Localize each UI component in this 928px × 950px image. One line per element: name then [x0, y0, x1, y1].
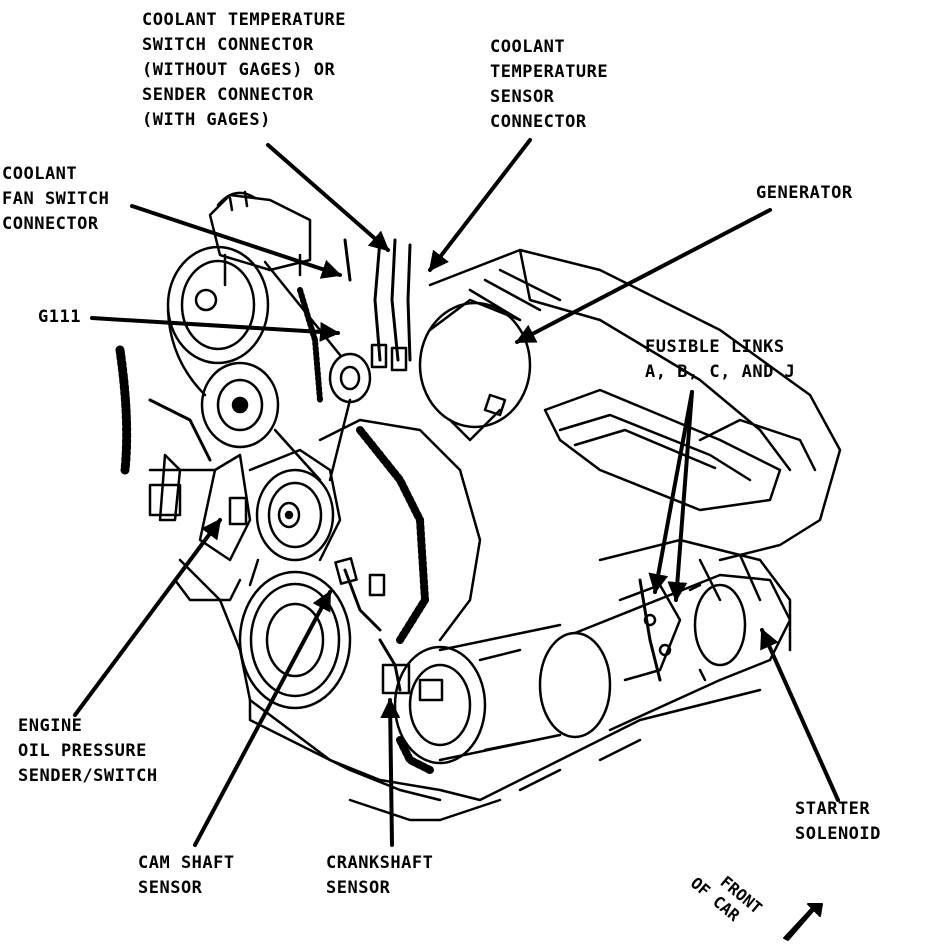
leader-arrows [73, 138, 840, 847]
reservoir [208, 190, 312, 287]
label-coolant-temp-sensor: COOLANT TEMPERATURE SENSOR CONNECTOR [490, 37, 609, 132]
label-starter-solenoid: STARTER SOLENOID [795, 799, 881, 844]
arrow-fusible-link-a [648, 390, 694, 594]
generator-body [418, 298, 532, 442]
connectors [148, 343, 444, 702]
starter-motor [538, 573, 792, 739]
label-g111: G111 [38, 307, 81, 327]
label-generator: GENERATOR [756, 183, 853, 203]
front-of-car-arrow [783, 903, 823, 941]
arrow-cam-shaft [193, 590, 332, 847]
arrow-g111 [90, 316, 340, 342]
label-coolant-fan-switch: COOLANT FAN SWITCH CONNECTOR [2, 164, 110, 234]
arrow-generator [515, 208, 772, 344]
water-pump-pulley [255, 468, 335, 562]
arrow-coolant-temp-sensor [428, 138, 532, 272]
label-fusible-links: FUSIBLE LINKS A, B, C, AND J [645, 337, 796, 382]
arrow-starter-solenoid [760, 628, 840, 802]
label-crankshaft-sensor: CRANKSHAFT SENSOR [326, 853, 434, 898]
label-coolant-temp-switch: COOLANT TEMPERATURE SWITCH CONNECTOR (WI… [142, 10, 346, 130]
arrow-crankshaft [380, 698, 401, 847]
arrow-coolant-temp-switch [266, 143, 390, 252]
power-steering-pulley [166, 245, 270, 365]
arrow-coolant-fan-switch [130, 204, 342, 279]
drive-belt [166, 260, 352, 587]
idler-pulley [200, 361, 280, 449]
tensioner-pulley [328, 352, 372, 404]
crankshaft-pulley [238, 570, 352, 710]
label-cam-shaft-sensor: CAM SHAFT SENSOR [138, 853, 235, 898]
label-engine-oil-pressure: ENGINE OIL PRESSURE SENDER/SWITCH [18, 716, 158, 786]
arrow-oil-pressure [73, 518, 222, 717]
arrow-fusible-link-b [667, 390, 694, 602]
wiring-harness [115, 238, 662, 774]
